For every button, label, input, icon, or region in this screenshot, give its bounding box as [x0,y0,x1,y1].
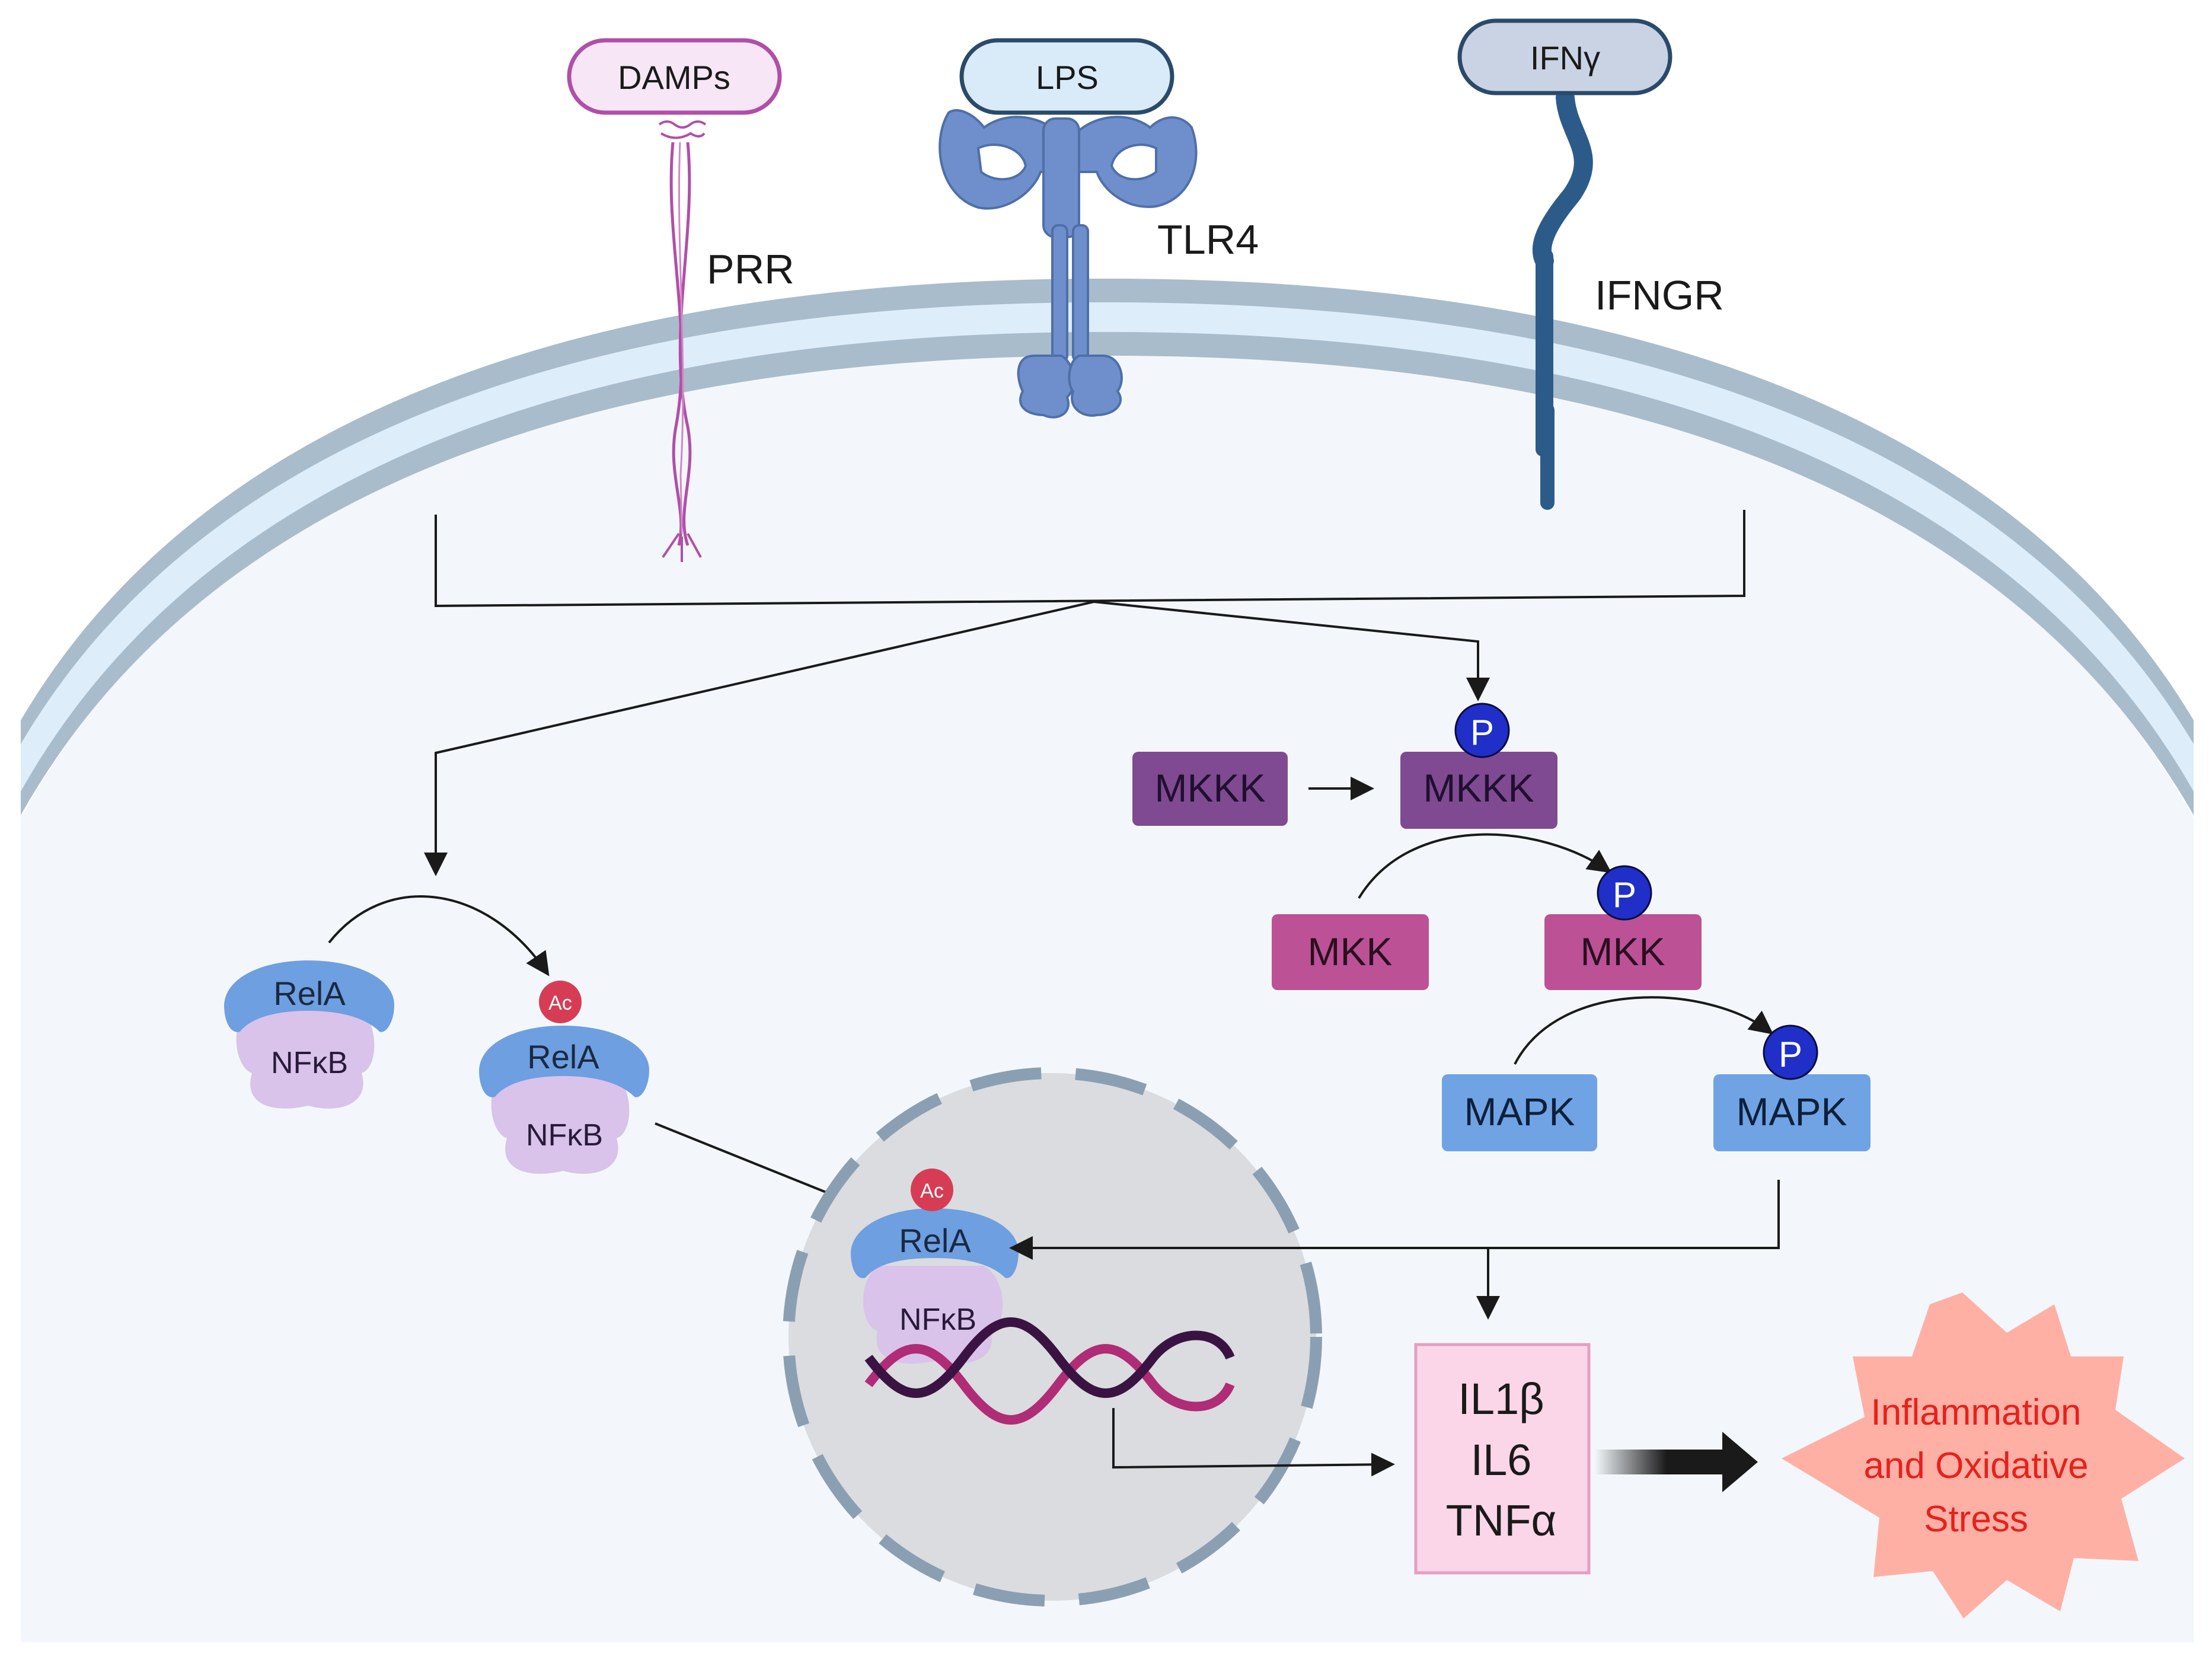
mkkk-inactive-label: MKKK [1154,766,1265,810]
phospho-mark-mkkk: P [1470,713,1494,752]
phospho-badge-mkkk: P [1454,703,1510,758]
nfkb-label-3: NFκB [899,1303,976,1337]
mkk-active: MKK P [1544,865,1702,990]
tlr4-label: TLR4 [1157,216,1259,263]
rela-nfkb-complex-unmodified: RelA NFκB [224,960,394,1109]
acetyl-badge-1: Ac [539,981,582,1023]
tlr4-receptor [939,109,1198,419]
cytokine-tnfa: TNFα [1446,1496,1557,1545]
damps-ligand: DAMPs [567,38,782,115]
prr-label: PRR [707,246,794,292]
signal-connectors [424,510,1745,876]
phospho-mark-mkk: P [1613,875,1636,915]
phospho-badge-mkk: P [1597,865,1652,921]
mapk-curve-arrow [1514,996,1774,1065]
cell [21,279,2194,1642]
mapk-inactive: MAPK [1442,1074,1597,1151]
rela-nfkb-complex-nuclear: RelA NFκB Ac [851,1169,1019,1364]
mkkk-active-label: MKKK [1423,766,1534,810]
phospho-mark-mapk: P [1779,1035,1802,1074]
lps-label: LPS [1036,59,1099,96]
prr-receptor [658,120,707,562]
big-output-arrow [1595,1432,1758,1492]
lps-ligand: LPS [959,38,1174,115]
output-connectors [1009,1180,1780,1477]
outcome-line-2: and Oxidative [1863,1445,2088,1486]
acetylation-curve-arrow [328,895,550,976]
nucleus [783,1067,1322,1607]
dna-helix [864,1317,1235,1425]
ifng-label: IFNγ [1530,39,1600,76]
nfkb-label-2: NFκB [526,1118,603,1153]
mkk-inactive-label: MKK [1307,930,1392,973]
mapk-active: MAPK P [1713,1024,1871,1151]
rela-label-2: RelA [527,1038,599,1075]
stress-burst: Inflammation and Oxidative Stress [1782,1292,2185,1618]
mkkk-active: MKKK P [1400,703,1557,829]
damps-label: DAMPs [618,59,730,96]
mapk-cascade: MKKK MKKK P MKK MKK P [1132,703,1871,1151]
rela-nfkb-complex-acetylated: RelA NFκB Ac [479,981,649,1174]
mkk-active-label: MKK [1580,930,1665,973]
acetyl-mark-1: Ac [548,992,572,1014]
cytokine-il6: IL6 [1471,1435,1532,1485]
mapk-active-label: MAPK [1736,1090,1847,1134]
mkkk-inactive: MKKK [1132,752,1288,826]
ifngr-label: IFNGR [1595,272,1724,318]
acetyl-badge-2: Ac [911,1169,953,1211]
mapk-inactive-label: MAPK [1464,1090,1575,1134]
cytokine-box: IL1β IL6 TNFα [1414,1343,1591,1575]
cell-membrane-outer [21,279,2194,815]
rela-label-1: RelA [273,975,346,1012]
ifng-ligand: IFNγ [1457,18,1672,95]
outcome-line-3: Stress [1924,1499,2028,1540]
nfkb-label-1: NFκB [271,1046,348,1080]
cytoplasm [21,320,2194,1642]
mkk-curve-arrow [1358,833,1612,899]
cytokine-il1b: IL1β [1458,1374,1544,1423]
ifngr-receptor [1532,88,1593,510]
mkk-inactive: MKK [1272,914,1429,990]
outcome-line-1: Inflammation [1871,1392,2082,1433]
acetyl-mark-2: Ac [920,1180,944,1202]
phospho-badge-mapk: P [1763,1024,1818,1080]
rela-label-3: RelA [899,1222,971,1259]
